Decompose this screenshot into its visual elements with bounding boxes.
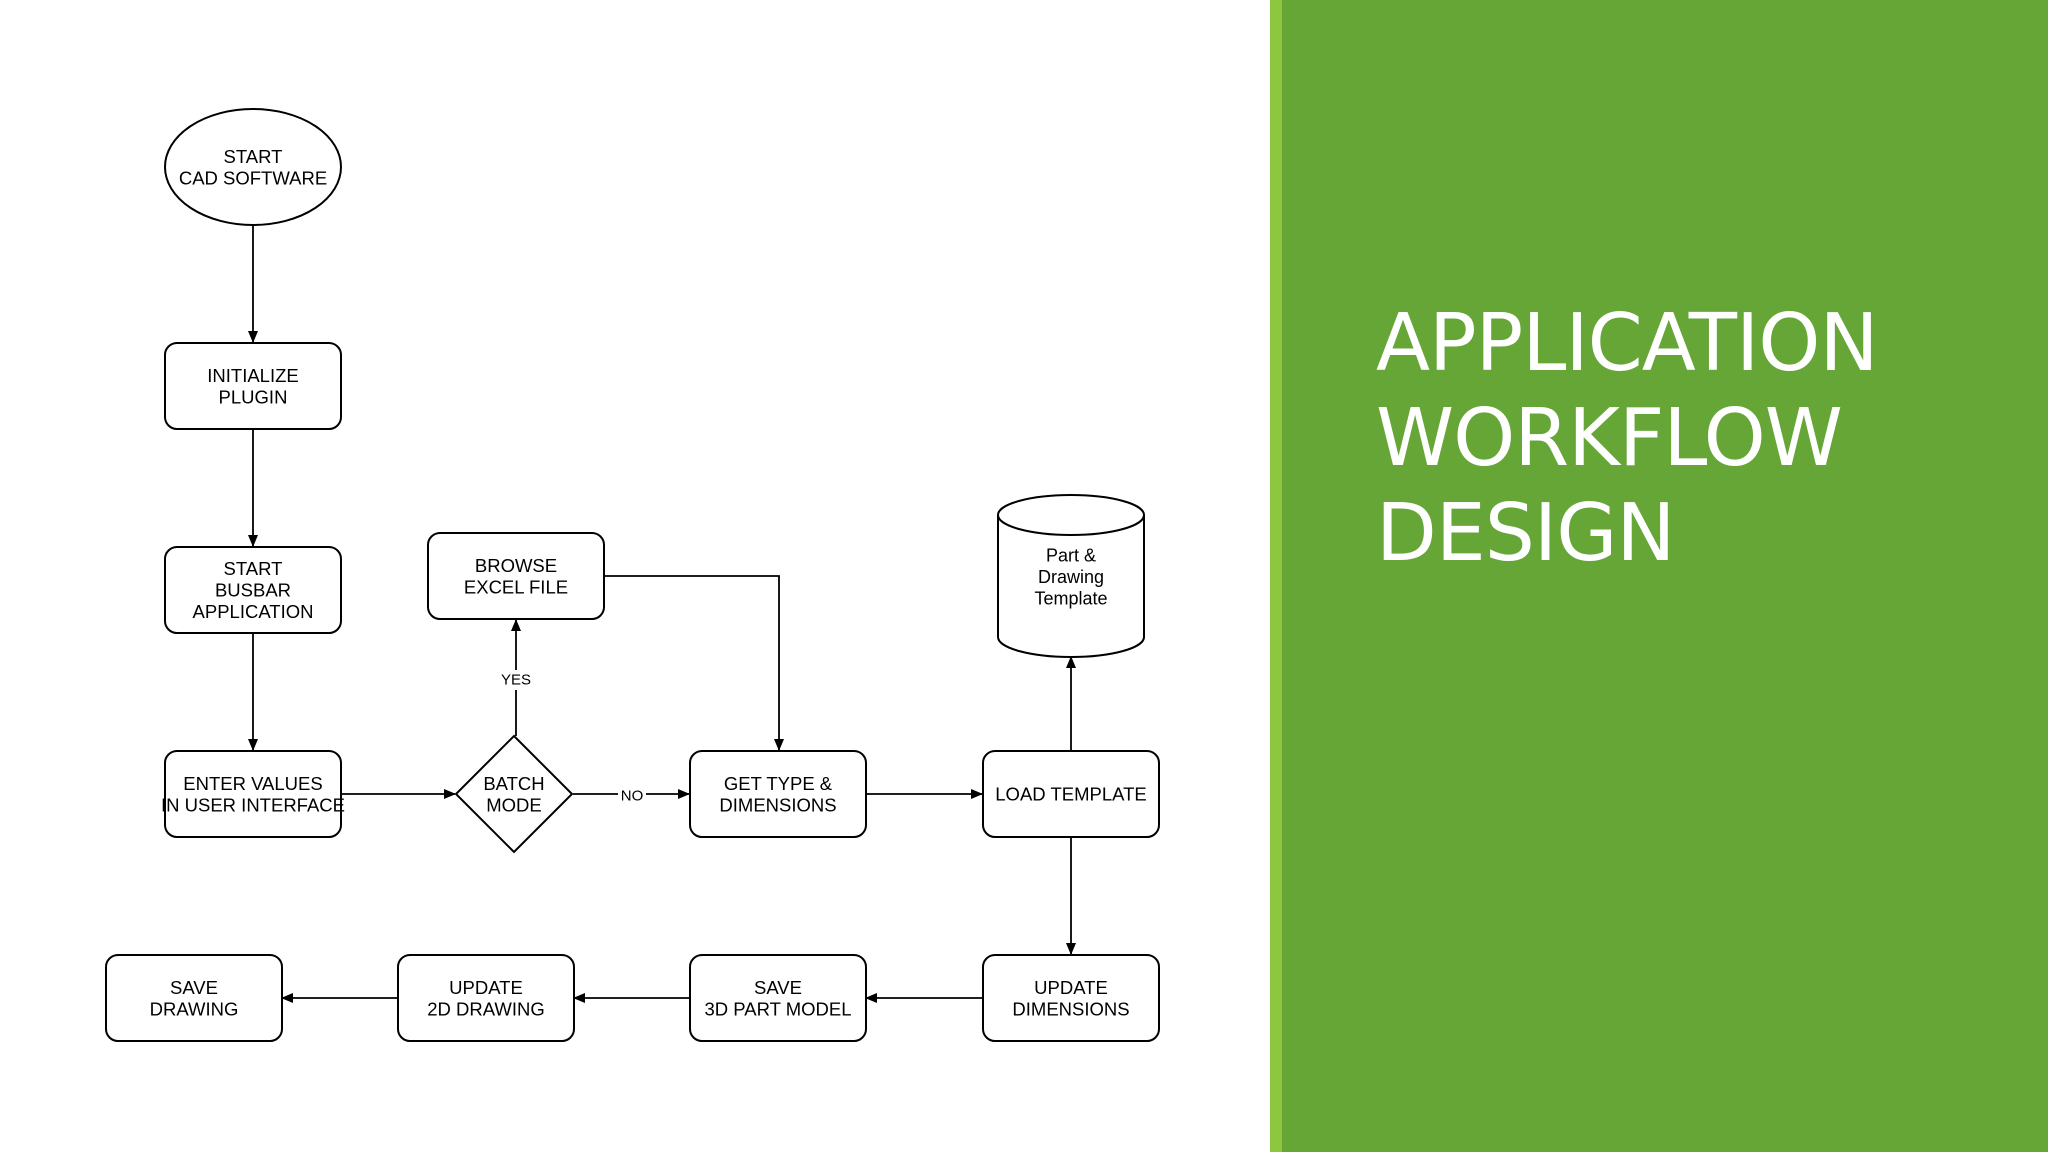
node-label: START [224,558,283,579]
node-label: Part & [1046,546,1096,566]
node-label: CAD SOFTWARE [179,167,327,188]
node-label: INITIALIZE [207,365,299,386]
node-label: GET TYPE & [724,773,833,794]
node-label: START [224,146,283,167]
node-label: Template [1034,589,1107,609]
node-label: DRAWING [150,998,239,1019]
edge-labels-layer: YES NO [497,670,646,806]
edges-layer [248,225,1076,1003]
node-label: UPDATE [1034,977,1108,998]
node-label: DIMENSIONS [719,794,836,815]
node-label: BUSBAR [215,580,291,601]
node-label: Drawing [1038,567,1104,587]
node-label: SAVE [754,977,802,998]
node-label: PLUGIN [219,386,288,407]
edge-label-background [497,670,535,690]
edge-label: NO [621,788,644,805]
node-label: SAVE [170,977,218,998]
node-shape [105,954,283,1042]
slide-title-line: DESIGN [1376,487,1676,579]
node-shape [164,108,342,226]
node-label: 2D DRAWING [427,998,545,1019]
node-shape [164,546,342,634]
slide-title: APPLICATION WORKFLOW DESIGN [1376,296,1879,581]
slide-title-line: APPLICATION [1376,297,1879,389]
node-shape [982,750,1160,838]
node-label: MODE [486,794,542,815]
node-label: BATCH [483,773,544,794]
node-shape [164,342,342,430]
edge-browse-excel-to-get-type [604,575,784,751]
node-shape [164,750,342,838]
node-shape [689,750,867,838]
node-label: DIMENSIONS [1012,998,1129,1019]
node-label: BROWSE [475,555,557,576]
node-label: APPLICATION [193,601,314,622]
edge-label-background [618,786,646,806]
node-label: UPDATE [449,977,523,998]
panel-accent-stripe [1270,0,1282,1152]
node-shape [454,734,574,854]
node-get-type: GET TYPE &DIMENSIONS [689,750,867,838]
node-load-template: LOAD TEMPLATE [982,750,1160,838]
node-label: EXCEL FILE [464,576,568,597]
node-label: LOAD TEMPLATE [995,784,1146,805]
node-shape [427,532,605,620]
node-shape [997,494,1145,658]
slide-title-line: WORKFLOW [1376,392,1843,484]
node-label: 3D PART MODEL [704,998,851,1019]
node-label: IN USER INTERFACE [161,794,345,815]
node-shape [689,954,867,1042]
node-shape [397,954,575,1042]
edge-label: YES [501,672,531,689]
node-label: ENTER VALUES [183,773,322,794]
title-panel: APPLICATION WORKFLOW DESIGN [1270,0,2048,1152]
node-shape [982,954,1160,1042]
